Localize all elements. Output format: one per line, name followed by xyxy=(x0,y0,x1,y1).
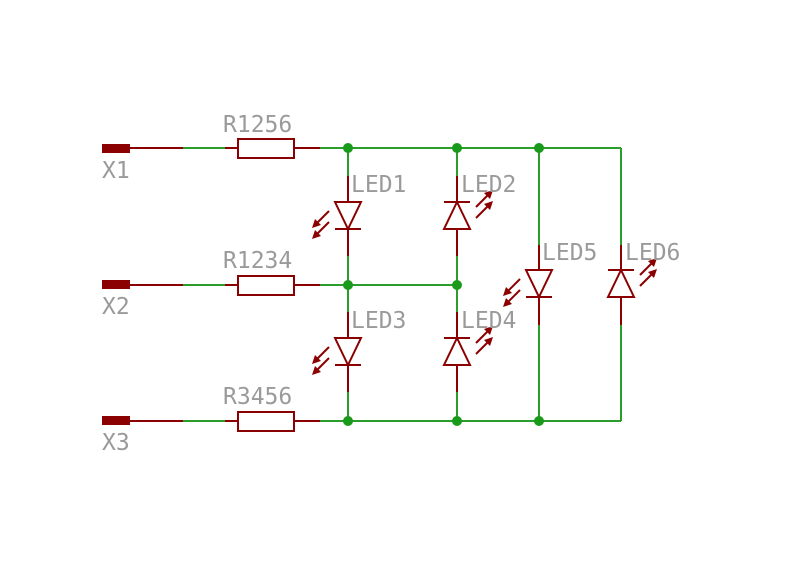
junction-dot xyxy=(452,280,462,290)
led3-emission-icon xyxy=(312,346,330,375)
junction-dot xyxy=(343,143,353,153)
junction-dot xyxy=(343,416,353,426)
led-led6: LED6 xyxy=(606,240,680,325)
led-led2-label: LED2 xyxy=(461,172,516,198)
resistor-r3456: R3456 xyxy=(223,384,320,432)
connector-x2: X2 xyxy=(102,280,183,320)
connector-x1: X1 xyxy=(102,144,183,184)
led6-emission-icon xyxy=(639,258,657,287)
resistor-r1234-label: R1234 xyxy=(223,248,292,274)
led-led2: LED2 xyxy=(442,172,516,256)
resistor-r3456-label: R3456 xyxy=(223,384,292,410)
junction-dot xyxy=(452,143,462,153)
led2-emission-icon xyxy=(475,190,493,219)
led1-emission-icon xyxy=(312,210,330,239)
led4-emission-icon xyxy=(475,326,493,355)
connector-x3: X3 xyxy=(102,416,183,456)
connector-x3-label: X3 xyxy=(102,430,130,456)
junction-dot xyxy=(452,416,462,426)
led-led6-label: LED6 xyxy=(625,240,680,266)
junction-dot xyxy=(534,416,544,426)
led-led3-label: LED3 xyxy=(351,308,406,334)
connector-x2-label: X2 xyxy=(102,294,130,320)
led-led1-label: LED1 xyxy=(351,172,406,198)
resistor-r1256: R1256 xyxy=(223,112,320,159)
connector-x1-label: X1 xyxy=(102,158,130,184)
led-led3: LED3 xyxy=(312,308,406,392)
junction-dot xyxy=(534,143,544,153)
led-led5-label: LED5 xyxy=(542,240,597,266)
resistor-r1256-label: R1256 xyxy=(223,112,292,138)
led-led4: LED4 xyxy=(442,308,516,392)
led-led1: LED1 xyxy=(312,172,406,256)
led5-emission-icon xyxy=(503,278,521,307)
led-led4-label: LED4 xyxy=(461,308,516,334)
junctions xyxy=(343,143,544,426)
resistor-r1234: R1234 xyxy=(223,248,320,296)
junction-dot xyxy=(343,280,353,290)
led-led5: LED5 xyxy=(503,240,597,325)
